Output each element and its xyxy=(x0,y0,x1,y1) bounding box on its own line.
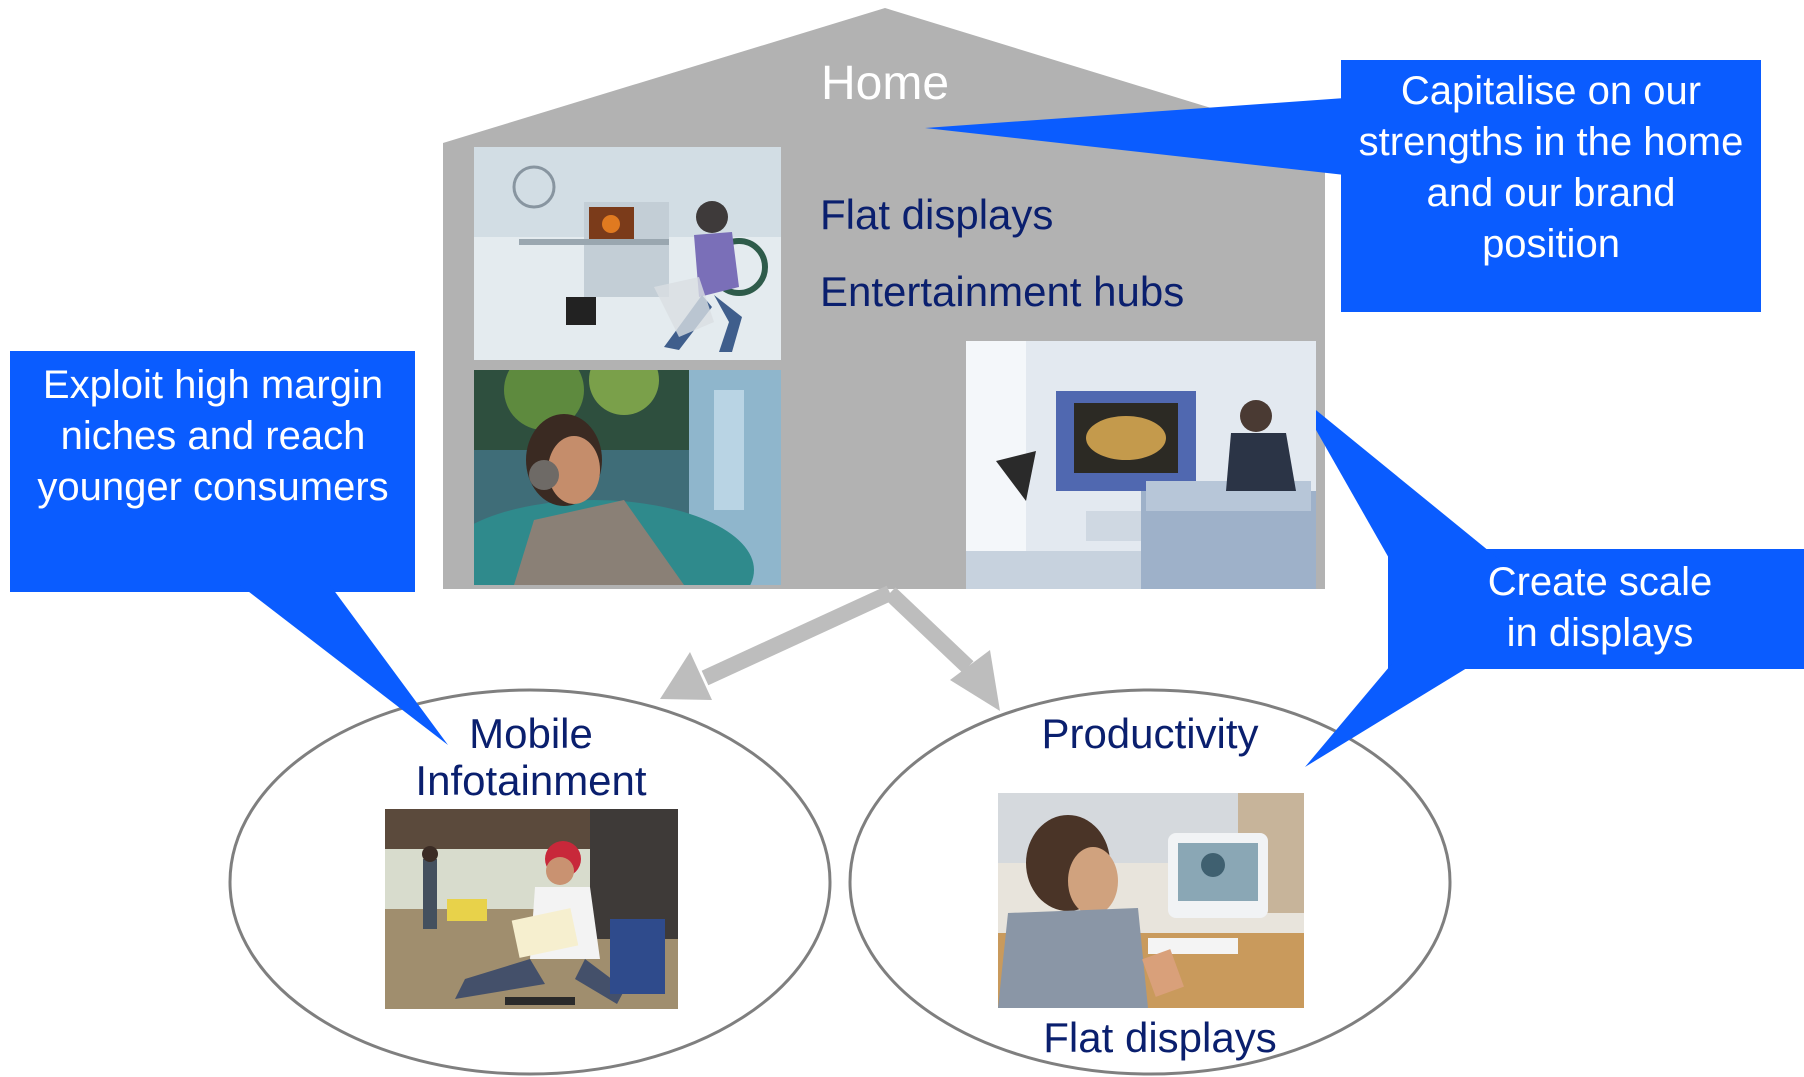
headphones-photo xyxy=(474,370,781,585)
callout-mobile-shape xyxy=(10,351,448,745)
home-feature-flat-displays: Flat displays xyxy=(820,191,1054,238)
home-title: Home xyxy=(820,57,950,110)
callout-mobile-text: Exploit high margin niches and reach you… xyxy=(37,363,389,509)
callout-home-text: Capitalise on our strengths in the home … xyxy=(1358,69,1744,266)
productivity-caption-flat-displays: Flat displays xyxy=(1043,1014,1277,1061)
arrow-to-productivity xyxy=(884,587,1000,711)
mobile-infotainment-label: Mobile Infotainment xyxy=(415,710,647,804)
productivity-label: Productivity xyxy=(1041,710,1259,757)
home-feature-entertainment-hubs: Entertainment hubs xyxy=(820,268,1185,315)
callout-displays-shape xyxy=(1295,393,1804,767)
callout-displays-text: Create scale in displays xyxy=(1487,560,1713,655)
living-room-tv-photo xyxy=(966,341,1316,589)
callout-home-shape xyxy=(925,60,1761,312)
home-office-photo xyxy=(474,147,781,360)
arrow-to-mobile xyxy=(660,585,894,700)
teen-reading-photo xyxy=(385,809,678,1009)
desk-computer-photo xyxy=(998,793,1304,1008)
